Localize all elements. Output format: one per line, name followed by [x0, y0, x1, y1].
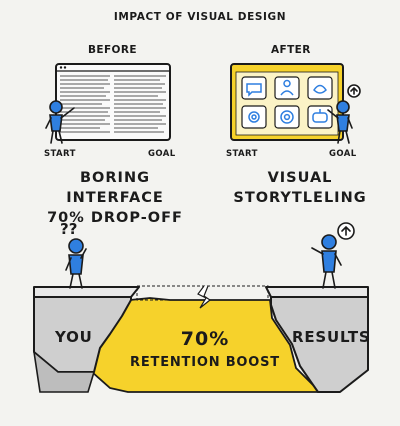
after-caption: VISUAL STORYTLELING: [215, 168, 385, 208]
right-cliff: [265, 286, 369, 393]
chat-icon: [246, 83, 262, 97]
target-icon: [248, 111, 260, 123]
happy-person: [311, 222, 355, 289]
after-caption-line1: VISUAL: [267, 170, 333, 186]
boring-interface-screen: [55, 63, 171, 141]
eye-icon: [313, 84, 327, 94]
before-person: [45, 100, 75, 144]
before-caption-line2: 70% DROP-OFF: [47, 210, 183, 226]
after-heading: AFTER: [271, 44, 311, 56]
before-caption: BORING INTERFACE 70% DROP-OFF: [30, 168, 200, 228]
after-person: [327, 84, 361, 144]
gear-icon: [280, 110, 294, 124]
after-caption-line2: STORYTLELING: [233, 190, 367, 206]
user-icon: [283, 79, 291, 88]
left-cliff: [32, 286, 140, 393]
before-heading: BEFORE: [88, 44, 137, 56]
confused-person: [65, 238, 87, 289]
pit-label: RETENTION BOOST: [130, 355, 280, 370]
you-label: YOU: [55, 328, 93, 346]
visual-interface-screen: [230, 63, 344, 141]
before-start-label: START: [44, 149, 76, 159]
before-caption-line1: BORING INTERFACE: [66, 170, 164, 206]
question-marks: ??: [60, 220, 78, 238]
pit-value: 70%: [180, 328, 230, 350]
after-start-label: START: [226, 149, 258, 159]
page-title: IMPACT OF VISUAL DESIGN: [113, 11, 287, 23]
results-label: RESULTS: [292, 328, 371, 346]
after-goal-label: GOAL: [329, 149, 357, 159]
before-goal-label: GOAL: [148, 149, 176, 159]
